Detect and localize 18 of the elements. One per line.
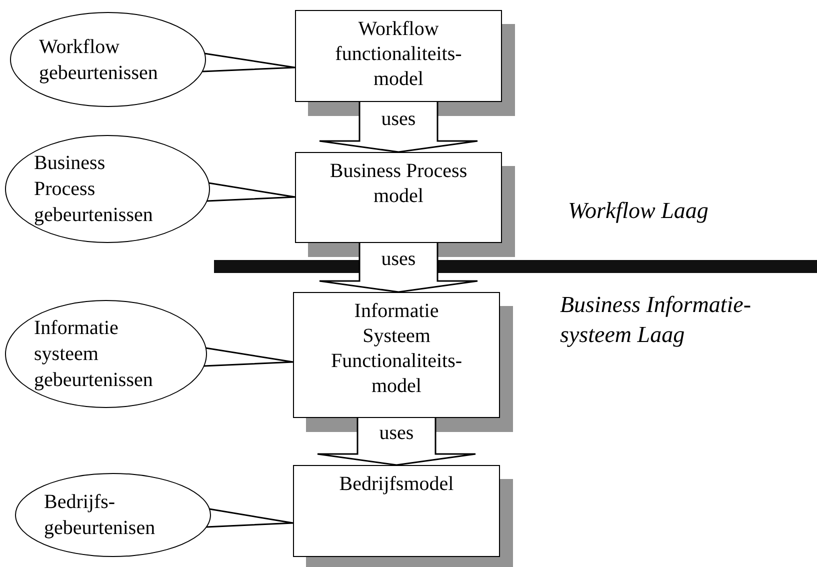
layer-label: Workflow Laag: [568, 197, 710, 225]
bubble-text: Workflow gebeurtenissen: [39, 34, 159, 86]
callout-tail: [206, 182, 296, 202]
bubble-text: Business Process gebeurtenissen: [34, 151, 154, 228]
process-box: [293, 465, 500, 557]
callout-tail: [202, 52, 296, 72]
bubble-text: Informatie systeem gebeurtenissen: [34, 316, 154, 393]
bubble-text: Bedrijfs-gebeurtenisen: [44, 490, 156, 541]
process-box: [295, 152, 502, 243]
callout-tail: [206, 508, 294, 528]
box-text: Bedrijfsmodel: [338, 472, 455, 497]
box-text: Business Process model: [328, 159, 468, 209]
callout-tail: [203, 347, 294, 367]
layer-label: Business Informatie- systeem Laag: [560, 291, 752, 349]
box-text: Informatie Systeem Functionaliteits-model: [330, 299, 464, 399]
process-box: [293, 292, 500, 418]
box-text: Workflow functionaliteits-model: [334, 17, 463, 92]
process-box: [295, 10, 502, 102]
